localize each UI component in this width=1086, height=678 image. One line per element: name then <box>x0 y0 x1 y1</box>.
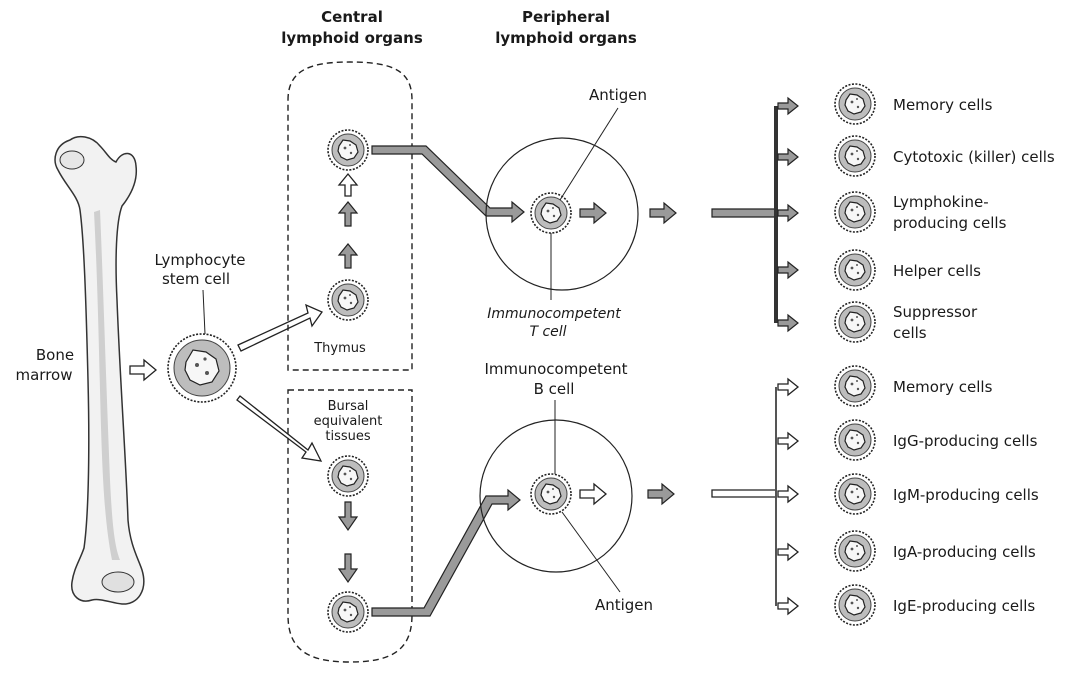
b-immuno-line1: Immunocompetent <box>484 360 627 378</box>
t-outcome-2-label: Cytotoxic (killer) cells <box>893 148 1055 166</box>
bursal-arrow-2 <box>337 553 359 584</box>
t-outcomes: Memory cells Cytotoxic (killer) cells Ly… <box>777 83 1055 343</box>
bursal-cell-top <box>327 455 369 497</box>
header-peripheral-line2: lymphoid organs <box>495 29 637 47</box>
bursal-enclosure <box>287 389 413 663</box>
b-antigen-label: Antigen <box>595 596 653 614</box>
stem-cell-label: Lymphocyte stem cell <box>155 251 246 335</box>
b-trunk-bar <box>711 489 777 498</box>
t-outcome-3-line1: Lymphokine- <box>893 193 989 211</box>
arrow-stem-to-bursal <box>236 395 323 462</box>
central-organ-enclosure <box>287 61 413 371</box>
t-outcome-5-line2: cells <box>893 324 927 342</box>
thymus-cell-top <box>327 129 369 171</box>
t-helper-cell <box>834 249 876 291</box>
b-ige-cell <box>834 584 876 626</box>
b-outcome-memory: Memory cells <box>777 365 993 407</box>
bursal-line1: Bursal <box>328 399 369 414</box>
b-outcome-4-label: IgA-producing cells <box>893 543 1036 561</box>
bursal-cell-bottom <box>327 591 369 633</box>
lymphocyte-stem-cell <box>167 333 237 403</box>
bursal-line3: tissues <box>325 429 370 444</box>
header-central-line2: lymphoid organs <box>281 29 423 47</box>
thymus-arrow-3 <box>337 172 359 197</box>
bcell-arrow-in-organ <box>579 483 607 505</box>
b-memory-cell <box>834 365 876 407</box>
peripheral-organ-t <box>485 137 639 291</box>
t-cytotoxic-cell <box>834 135 876 177</box>
b-outcome-iga: IgA-producing cells <box>777 530 1036 572</box>
b-iga-cell <box>834 530 876 572</box>
header-peripheral: Peripheral lymphoid organs <box>495 8 637 47</box>
t-lymphokine-cell <box>834 191 876 233</box>
b-outcome-igm: IgM-producing cells <box>777 473 1039 515</box>
t-outcome-memory: Memory cells <box>777 83 993 125</box>
connector-bursal-to-bcell <box>371 488 521 617</box>
b-outcome-1-label: Memory cells <box>893 378 993 396</box>
t-outcome-4-label: Helper cells <box>893 262 981 280</box>
b-igm-cell <box>834 473 876 515</box>
connector-thymus-to-tcell <box>371 145 525 224</box>
header-peripheral-line1: Peripheral <box>522 8 610 26</box>
b-outcome-3-label: IgM-producing cells <box>893 486 1039 504</box>
t-memory-cell <box>834 83 876 125</box>
b-outcome-2-label: IgG-producing cells <box>893 432 1038 450</box>
b-exit-arrow <box>647 483 675 505</box>
t-outcome-5-line1: Suppressor <box>893 303 978 321</box>
t-outcome-lymphokine: Lymphokine- producing cells <box>777 191 1007 233</box>
arrow-to-stem-cell <box>129 359 157 381</box>
stem-cell-line1: Lymphocyte <box>155 251 246 269</box>
arrow-stem-to-thymus <box>237 303 323 352</box>
bone-marrow-line2: marrow <box>16 366 73 384</box>
t-outcome-helper: Helper cells <box>777 249 981 291</box>
stem-cell-line2: stem cell <box>162 270 230 288</box>
t-suppressor-cell <box>834 301 876 343</box>
header-central-line1: Central <box>321 8 383 26</box>
t-immuno-line1: Immunocompetent <box>487 306 621 322</box>
t-exit-arrow <box>649 202 677 224</box>
bursal-arrow-1 <box>337 501 359 532</box>
femur-bone <box>54 135 145 605</box>
t-outcome-cytotoxic: Cytotoxic (killer) cells <box>777 135 1055 177</box>
tcell-arrow-in-organ <box>579 202 607 224</box>
bursal-label: Bursal equivalent tissues <box>314 399 383 444</box>
t-trunk-bar <box>711 208 777 218</box>
b-outcomes: Memory cells IgG-producing cells IgM-pro… <box>777 365 1039 626</box>
thymus-cell-bottom <box>327 279 369 321</box>
t-immuno-line2: T cell <box>529 324 566 340</box>
t-outcome-suppressor: Suppressor cells <box>777 301 978 343</box>
t-outcome-3-line2: producing cells <box>893 214 1007 232</box>
b-outcome-5-label: IgE-producing cells <box>893 597 1035 615</box>
immunocompetent-b-cell <box>530 473 572 515</box>
t-antigen-label: Antigen <box>589 86 647 104</box>
bone-marrow-label: Bone marrow <box>16 346 75 384</box>
header-central: Central lymphoid organs <box>281 8 423 47</box>
thymus-arrow-2 <box>337 201 359 227</box>
bursal-line2: equivalent <box>314 414 383 429</box>
thymus-arrow-1 <box>337 243 359 269</box>
thymus-label: Thymus <box>313 341 366 356</box>
b-outcome-igg: IgG-producing cells <box>777 419 1038 461</box>
t-outcome-1-label: Memory cells <box>893 96 993 114</box>
bone-marrow-line1: Bone <box>36 346 74 364</box>
immunocompetent-t-cell <box>530 192 572 234</box>
b-igg-cell <box>834 419 876 461</box>
peripheral-organ-b <box>479 419 633 573</box>
b-immuno-line2: B cell <box>534 380 575 398</box>
b-outcome-ige: IgE-producing cells <box>777 584 1035 626</box>
